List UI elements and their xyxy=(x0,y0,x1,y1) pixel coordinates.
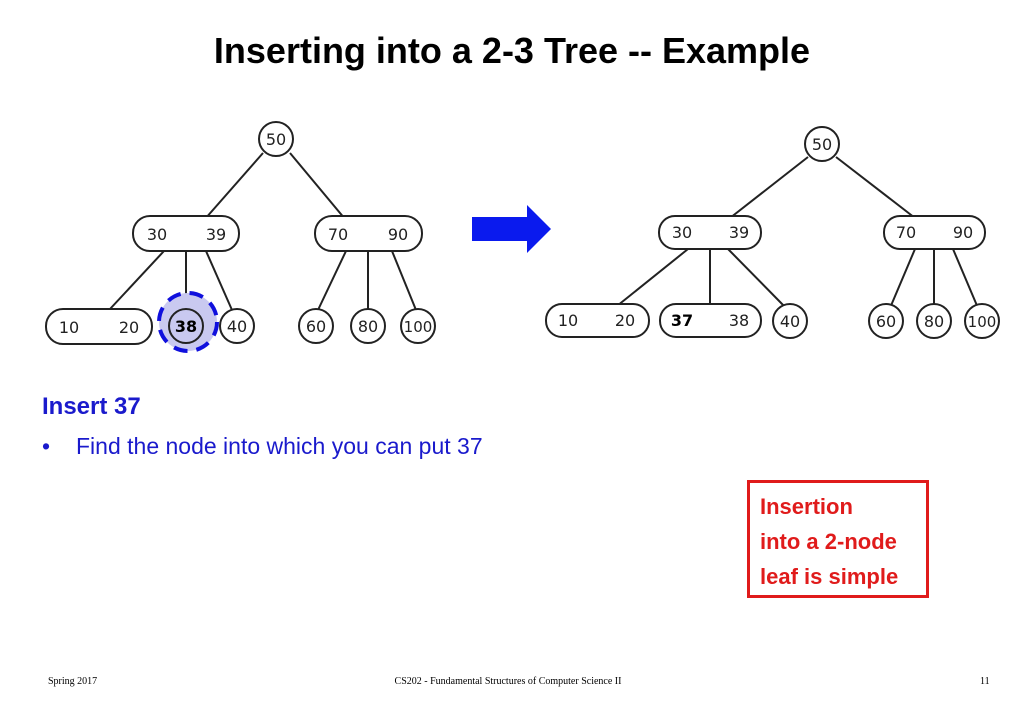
note-line: Insertion xyxy=(760,494,853,519)
tree-node xyxy=(45,308,153,345)
edge xyxy=(729,156,809,219)
tree-node xyxy=(772,303,808,339)
edge xyxy=(391,250,417,311)
tree-node xyxy=(350,308,386,344)
insert-heading: Insert 37 xyxy=(42,393,141,420)
edge xyxy=(889,248,916,309)
edge xyxy=(205,250,233,311)
edge xyxy=(616,248,689,307)
tree-node xyxy=(258,121,294,157)
slide-title: Inserting into a 2-3 Tree -- Example xyxy=(213,30,811,71)
arrow-right-icon xyxy=(472,205,551,253)
tree-node xyxy=(168,308,204,344)
tree-node xyxy=(868,303,904,339)
tree-after: 50 30 39 70 90 10 20 37 38 40 60 80 100 xyxy=(545,126,1000,339)
node-key: 40 xyxy=(780,312,800,331)
edge xyxy=(835,156,916,219)
bullet-marker: • xyxy=(42,433,51,459)
edge xyxy=(952,248,979,309)
node-key: 90 xyxy=(953,223,973,242)
page-number: 11 xyxy=(980,676,990,687)
edge xyxy=(727,248,787,309)
tree-node xyxy=(916,303,952,339)
node-key: 40 xyxy=(227,317,247,336)
node-key: 37 xyxy=(671,311,693,330)
footer-course: CS202 - Fundamental Structures of Comput… xyxy=(394,676,622,687)
node-key: 100 xyxy=(404,318,433,336)
node-key: 30 xyxy=(147,225,167,244)
edge xyxy=(204,152,264,220)
edge xyxy=(109,250,165,310)
tree-node xyxy=(400,308,436,344)
node-key: 30 xyxy=(672,223,692,242)
tree-before: 50 30 39 70 90 10 20 38 40 60 80 100 xyxy=(45,121,436,353)
note-line: into a 2-node xyxy=(760,529,897,554)
note-line: leaf is simple xyxy=(760,564,899,589)
node-key: 39 xyxy=(729,223,749,242)
node-key: 50 xyxy=(812,135,832,154)
edge xyxy=(317,250,347,311)
node-key: 10 xyxy=(59,318,79,337)
footer-date: Spring 2017 xyxy=(48,676,98,687)
node-key: 100 xyxy=(968,313,997,331)
node-key: 60 xyxy=(306,317,326,336)
tree-node xyxy=(964,303,1000,339)
tree-node xyxy=(883,215,986,250)
node-key: 50 xyxy=(266,130,286,149)
tree-node xyxy=(219,308,255,344)
tree-node xyxy=(314,215,423,252)
node-key: 70 xyxy=(896,223,916,242)
tree-node xyxy=(659,303,762,338)
tree-node xyxy=(804,126,840,162)
note-box: Insertion into a 2-node leaf is simple xyxy=(747,480,929,598)
bullet-item: • Find the node into which you can put 37 xyxy=(42,433,483,460)
tree-node xyxy=(545,303,650,338)
tree-node xyxy=(658,215,762,250)
node-key: 60 xyxy=(876,312,896,331)
tree-node xyxy=(298,308,334,344)
node-key: 80 xyxy=(358,317,378,336)
node-key: 80 xyxy=(924,312,944,331)
node-key: 20 xyxy=(615,311,635,330)
node-key: 10 xyxy=(558,311,578,330)
node-key: 38 xyxy=(729,311,749,330)
node-key: 20 xyxy=(119,318,139,337)
node-key: 38 xyxy=(175,317,197,336)
node-key: 39 xyxy=(206,225,226,244)
bullet-text: Find the node into which you can put 37 xyxy=(76,433,483,459)
node-key: 70 xyxy=(328,225,348,244)
tree-node xyxy=(132,215,240,252)
node-key: 90 xyxy=(388,225,408,244)
edge xyxy=(289,152,346,220)
